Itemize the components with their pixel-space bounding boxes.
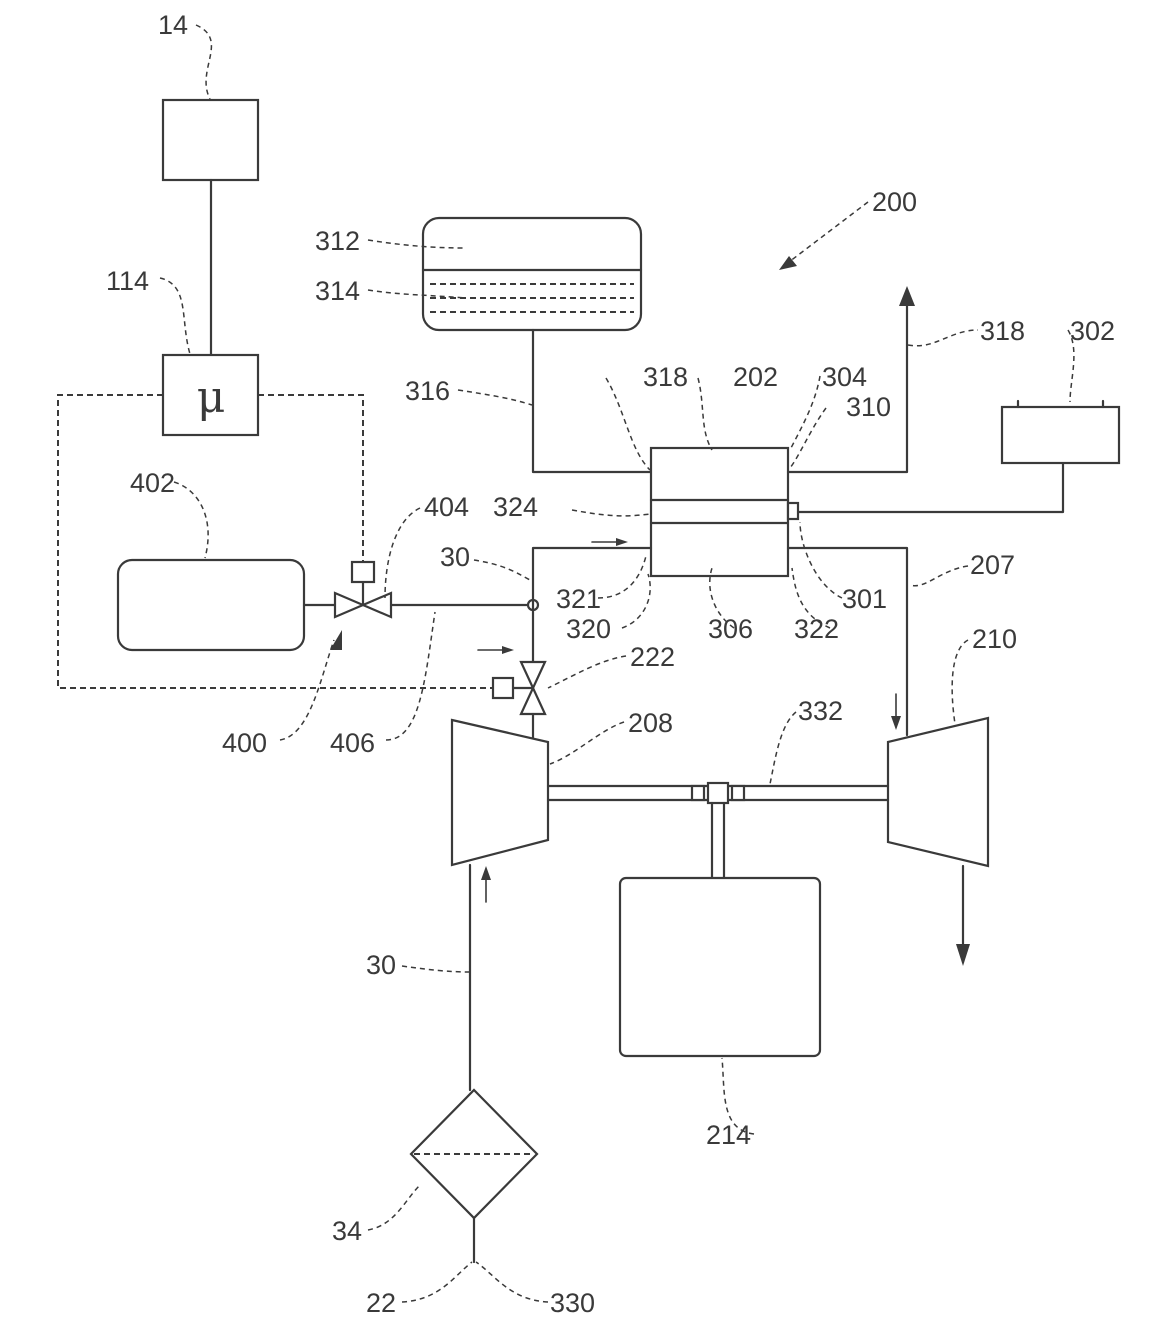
label-400: 400: [222, 728, 267, 758]
valve-404-actuator: [352, 562, 374, 582]
leader-332: [770, 712, 796, 784]
leader-404: [385, 508, 420, 598]
leader-200: [785, 202, 868, 265]
label-22: 22: [366, 1288, 396, 1318]
label-200: 200: [872, 187, 917, 217]
label-114: 114: [106, 266, 149, 296]
label-324: 324: [493, 492, 538, 522]
leader-406: [386, 612, 435, 740]
leader-321: [598, 556, 646, 598]
leader-210: [952, 640, 968, 724]
leader-14: [196, 25, 211, 99]
label-222: 222: [630, 642, 675, 672]
label-318-exhaust: 318: [980, 316, 1025, 346]
controller-mu-symbol: μ: [197, 372, 226, 423]
leader-222: [548, 656, 626, 688]
label-30-top: 30: [440, 542, 470, 572]
shaft-coupling-left: [692, 786, 704, 800]
label-214: 214: [706, 1120, 751, 1150]
label-202: 202: [733, 362, 778, 392]
label-320: 320: [566, 614, 611, 644]
flow-arrow-turbine: [891, 716, 901, 730]
valve-222-bottom: [521, 688, 545, 714]
leader-34: [368, 1185, 420, 1230]
leader-208: [550, 722, 624, 764]
gearbox: [708, 783, 728, 803]
flow-arrow-222: [502, 646, 514, 654]
tank-402: [118, 560, 304, 650]
label-14: 14: [158, 10, 188, 40]
leader-400: [280, 640, 334, 740]
turbine-210: [888, 718, 988, 866]
line-to-battery: [798, 462, 1063, 512]
label-321: 321: [556, 584, 601, 614]
label-302: 302: [1070, 316, 1115, 346]
leader-324: [572, 510, 650, 516]
label-316: 316: [405, 376, 450, 406]
control-line-to-valve-404: [258, 395, 363, 562]
label-406: 406: [330, 728, 375, 758]
label-208: 208: [628, 708, 673, 738]
valve-222-actuator: [493, 678, 513, 698]
generator-214: [620, 878, 820, 1056]
connector-301: [788, 503, 798, 519]
leader-207: [910, 566, 968, 586]
leader-318b: [908, 330, 978, 346]
label-301: 301: [842, 584, 887, 614]
label-330: 330: [550, 1288, 595, 1318]
leader-330: [476, 1262, 548, 1302]
leader-30b: [402, 966, 469, 972]
box-14: [163, 100, 258, 180]
label-322: 322: [794, 614, 839, 644]
label-207: 207: [970, 550, 1015, 580]
label-314: 314: [315, 276, 360, 306]
leader-301: [800, 522, 842, 598]
leader-114: [160, 278, 190, 354]
label-312: 312: [315, 226, 360, 256]
battery-302: [1002, 407, 1119, 463]
label-310: 310: [846, 392, 891, 422]
reservoir-312: [423, 218, 641, 330]
valve-404-right: [363, 593, 391, 617]
leader-202: [698, 378, 712, 450]
compressor-208: [452, 720, 548, 865]
label-34: 34: [332, 1216, 362, 1246]
valve-404-left: [335, 593, 363, 617]
label-306: 306: [708, 614, 753, 644]
valve-222-top: [521, 662, 545, 688]
line-316: [533, 330, 651, 472]
turbine-exhaust-arrow: [956, 944, 970, 966]
leader-320: [622, 574, 650, 628]
leader-402: [174, 482, 208, 558]
shaft-coupling-right: [732, 786, 744, 800]
label-304: 304: [822, 362, 867, 392]
label-30-inlet: 30: [366, 950, 396, 980]
leader-316: [458, 390, 532, 405]
label-404: 404: [424, 492, 469, 522]
label-318-inlet: 318: [643, 362, 688, 392]
label-210: 210: [972, 624, 1017, 654]
leader-22: [402, 1262, 472, 1302]
fuel-cell-202: [651, 448, 788, 576]
label-402: 402: [130, 468, 175, 498]
leader-30a: [474, 560, 530, 580]
leader-304: [790, 376, 820, 450]
exhaust-arrow-up: [899, 286, 915, 306]
flow-arrow-320: [616, 538, 628, 546]
inlet-flow-arrow: [481, 866, 491, 880]
label-332: 332: [798, 696, 843, 726]
